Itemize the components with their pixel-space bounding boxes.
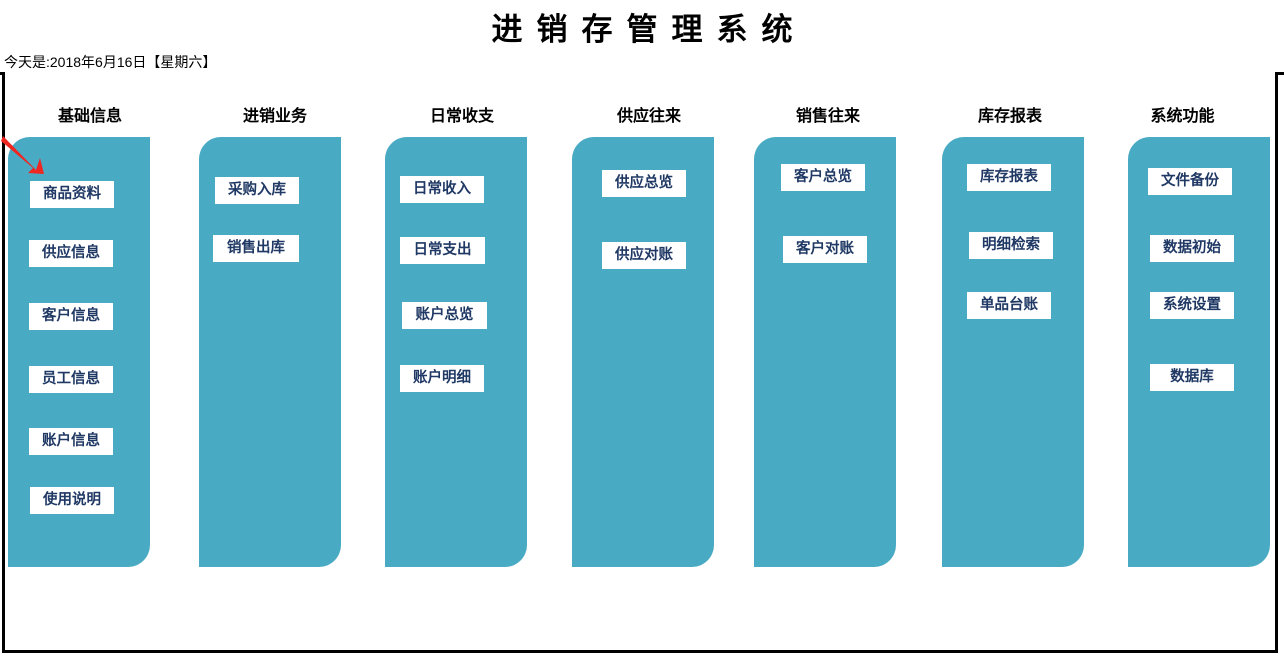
menu-button-usage-guide[interactable]: 使用说明: [30, 487, 114, 514]
panel-inventory-reports: [942, 137, 1084, 567]
menu-button-purchase-inbound[interactable]: 采购入库: [215, 177, 299, 204]
panel-supplier-transactions: [572, 137, 714, 567]
menu-column-system-functions: 系统功能 文件备份 数据初始 系统设置 数据库: [1100, 72, 1284, 582]
column-header-basic-info: 基础信息: [57, 108, 122, 125]
date-bar: 今天是:2018年6月16日【星期六】: [0, 52, 1284, 75]
panel-purchase-sale: [199, 137, 341, 567]
menu-button-item-ledger[interactable]: 单品台账: [967, 292, 1051, 319]
menu-button-account-info[interactable]: 账户信息: [29, 428, 113, 455]
column-header-sales-transactions: 销售往来: [795, 108, 860, 125]
menu-columns-container: 基础信息 商品资料 供应信息 客户信息 员工信息 账户信息 使用说明 进销业务 …: [0, 72, 1284, 653]
menu-button-daily-income[interactable]: 日常收入: [400, 176, 484, 203]
menu-button-supplier-info[interactable]: 供应信息: [29, 240, 113, 267]
today-date-text: 今天是:2018年6月16日【星期六】: [4, 54, 217, 70]
menu-button-detail-search[interactable]: 明细检索: [969, 232, 1053, 259]
menu-button-inventory-report[interactable]: 库存报表: [967, 164, 1051, 191]
menu-button-product-data[interactable]: 商品资料: [30, 181, 114, 208]
column-header-inventory-reports: 库存报表: [977, 108, 1042, 125]
panel-sales-transactions: [754, 137, 896, 567]
menu-button-sales-outbound[interactable]: 销售出库: [213, 235, 299, 262]
menu-column-basic-info: 基础信息 商品资料 供应信息 客户信息 员工信息 账户信息 使用说明: [0, 72, 180, 582]
menu-button-file-backup[interactable]: 文件备份: [1148, 168, 1232, 195]
menu-button-customer-reconcile[interactable]: 客户对账: [783, 236, 867, 263]
menu-column-inventory-reports: 库存报表 库存报表 明细检索 单品台账: [920, 72, 1100, 582]
menu-button-data-init[interactable]: 数据初始: [1150, 235, 1234, 262]
menu-column-sales-transactions: 销售往来 客户总览 客户对账: [738, 72, 918, 582]
menu-button-system-settings[interactable]: 系统设置: [1150, 292, 1234, 319]
menu-button-account-detail[interactable]: 账户明细: [400, 365, 484, 392]
menu-button-daily-expense[interactable]: 日常支出: [400, 237, 485, 264]
menu-column-purchase-sale: 进销业务 采购入库 销售出库: [185, 72, 365, 582]
menu-button-customer-info[interactable]: 客户信息: [29, 303, 113, 330]
menu-button-employee-info[interactable]: 员工信息: [29, 366, 113, 393]
column-header-supplier-transactions: 供应往来: [616, 108, 681, 125]
menu-button-customer-overview[interactable]: 客户总览: [781, 164, 865, 191]
menu-button-account-overview[interactable]: 账户总览: [402, 302, 487, 329]
page-title: 进销存管理系统: [491, 12, 807, 47]
menu-column-daily-finance: 日常收支 日常收入 日常支出 账户总览 账户明细: [372, 72, 552, 582]
menu-button-supplier-overview[interactable]: 供应总览: [602, 170, 686, 197]
menu-button-supplier-reconcile[interactable]: 供应对账: [602, 242, 686, 269]
menu-button-database[interactable]: 数据库: [1150, 364, 1234, 391]
menu-column-supplier-transactions: 供应往来 供应总览 供应对账: [559, 72, 739, 582]
column-header-system-functions: 系统功能: [1150, 108, 1215, 125]
panel-daily-finance: [385, 137, 527, 567]
column-header-purchase-sale: 进销业务: [242, 108, 307, 125]
column-header-daily-finance: 日常收支: [429, 108, 494, 125]
panel-system-functions: [1128, 137, 1270, 567]
